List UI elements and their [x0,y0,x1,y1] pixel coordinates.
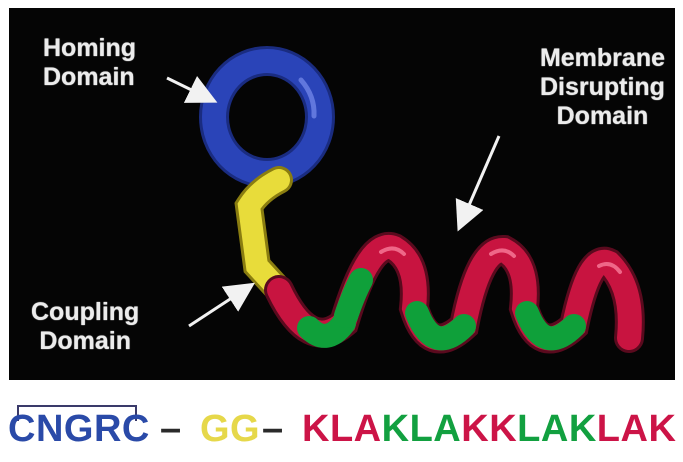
membrane-residue: K [648,408,677,450]
membrane-residue: K [489,408,518,450]
membrane-label-line-3: Domain [556,102,649,130]
homing-domain-label: Homing Domain [43,34,136,92]
membrane-residue: L [517,408,541,450]
membrane-sequence: KLAKLAKKLAKLAK [302,407,676,451]
membrane-residue: A [433,408,462,450]
coupling-label-line-1: Coupling [31,298,140,326]
coupling-sequence: GG [200,408,261,450]
peptide-sequence: CNGRC – GG – KLAKLAKKLAKLAK [0,392,683,462]
coupling-arrow [188,282,256,328]
membrane-residue: K [302,408,330,450]
membrane-residue: K [568,408,597,450]
homing-label-line-2: Domain [43,63,135,91]
disulfide-bracket [17,405,137,421]
homing-label-line-1: Homing [43,34,137,62]
membrane-residue: A [620,408,649,450]
membrane-residue: K [461,408,490,450]
membrane-label-line-1: Membrane [539,44,665,72]
membrane-arrow [455,135,501,232]
membrane-label-line-2: Disrupting [539,73,665,101]
coupling-domain-tube [234,166,293,304]
membrane-residue: K [381,408,410,450]
homing-arrow [166,75,218,103]
homing-domain-loop [199,46,335,188]
coupling-domain-label: Coupling Domain [31,298,139,356]
peptide-diagram: Homing Domain Membrane Disrupting Domain… [9,8,675,380]
sequence-dash-2: – [262,408,284,450]
membrane-residue: L [329,408,354,450]
membrane-residue: L [596,408,621,450]
membrane-residue: A [540,408,569,450]
peptide-illustration [166,46,645,354]
coupling-label-line-2: Domain [39,327,131,355]
sequence-dash-1: – [160,408,182,450]
membrane-residue: L [409,408,434,450]
membrane-domain-label: Membrane Disrupting Domain [540,44,665,131]
membrane-helix [264,232,645,354]
homing-sequence: CNGRC [8,408,150,450]
membrane-residue: A [353,408,382,450]
